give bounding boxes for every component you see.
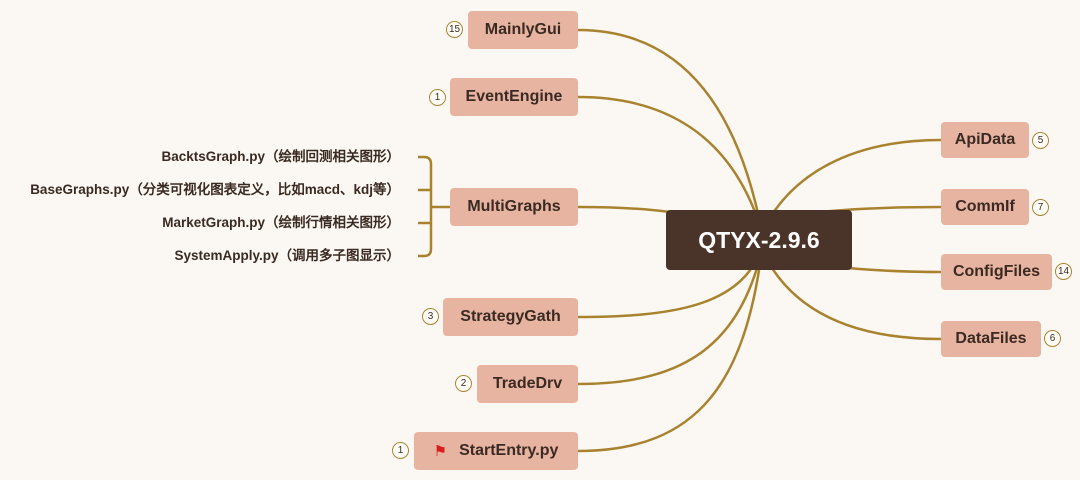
bracket-multigraphs-children	[418, 155, 433, 258]
count-badge-apidata: 5	[1032, 132, 1049, 149]
subtopic-backtsgraph[interactable]: BacktsGraph.py（绘制回测相关图形）	[161, 149, 400, 164]
connector-datafiles	[760, 249, 942, 341]
count-badge-commif: 7	[1032, 199, 1049, 216]
connector-eventengine	[577, 95, 764, 233]
topic-eventengine[interactable]: EventEngine	[450, 78, 578, 116]
subtopic-basegraphs[interactable]: BaseGraphs.py（分类可视化图表定义，比如macd、kdj等）	[30, 182, 400, 197]
topic-tradedrv[interactable]: TradeDrv	[477, 365, 578, 403]
topic-configfiles[interactable]: ConfigFiles	[941, 254, 1052, 290]
topic-multigraphs[interactable]: MultiGraphs	[450, 188, 578, 226]
count-badge-datafiles: 6	[1044, 330, 1061, 347]
subtopic-systemapply[interactable]: SystemApply.py（调用多子图显示）	[174, 248, 400, 263]
topic-mainlygui[interactable]: MainlyGui	[468, 11, 578, 49]
connector-mainlygui	[577, 28, 764, 233]
topic-datafiles[interactable]: DataFiles	[941, 321, 1041, 357]
count-badge-configfiles: 14	[1055, 263, 1072, 280]
count-badge-tradedrv: 2	[455, 375, 472, 392]
connector-tradedrv	[577, 249, 764, 386]
topic-startentry-label: StartEntry.py	[459, 442, 559, 459]
topic-apidata[interactable]: ApiData	[941, 122, 1029, 158]
connector-multigraphs	[577, 205, 671, 214]
red-flag-icon: ⚑	[433, 443, 448, 460]
subtopic-marketgraph[interactable]: MarketGraph.py（绘制行情相关图形）	[162, 215, 400, 230]
topic-commif[interactable]: CommIf	[941, 189, 1029, 225]
count-badge-eventengine: 1	[429, 89, 446, 106]
topic-startentry[interactable]: ⚑ StartEntry.py	[414, 432, 578, 470]
connector-startentry	[577, 249, 764, 453]
topic-strategygath[interactable]: StrategyGath	[443, 298, 578, 336]
central-topic[interactable]: QTYX-2.9.6	[666, 210, 852, 270]
count-badge-strategygath: 3	[422, 308, 439, 325]
count-badge-mainlygui: 15	[446, 21, 463, 38]
count-badge-startentry: 1	[392, 442, 409, 459]
